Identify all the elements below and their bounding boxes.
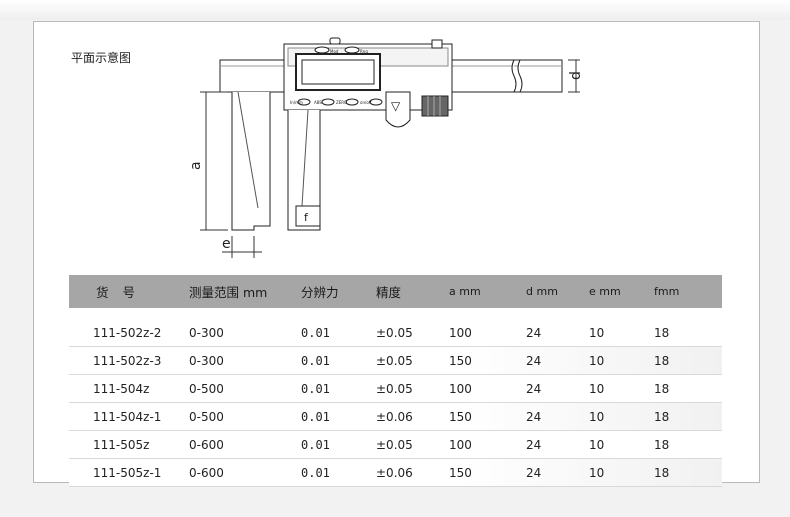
table-row: 111-502z-2 0-300 0.01 ±0.05 100 24 10 18 xyxy=(69,319,722,347)
cell-a: 100 xyxy=(449,325,472,340)
cell-e: 10 xyxy=(589,465,605,480)
header-accuracy: 精度 xyxy=(376,285,402,300)
fixed-jaw xyxy=(231,92,271,231)
top-band xyxy=(0,0,790,20)
dim-label-f: f xyxy=(304,211,309,224)
cell-part-number: 111-505z xyxy=(93,437,150,452)
button-label-zero: ZERO xyxy=(336,100,347,105)
cell-f: 18 xyxy=(654,381,670,396)
button-zero xyxy=(345,98,359,106)
button-inmm xyxy=(297,98,311,106)
table-row: 111-504z-1 0-500 0.01 ±0.06 150 24 10 18 xyxy=(69,403,722,431)
header-a: a mm xyxy=(449,285,481,298)
cell-part-number: 111-502z-2 xyxy=(93,325,162,340)
down-arrow-icon: ▽ xyxy=(391,99,401,113)
header-range: 测量范围 mm xyxy=(189,285,268,300)
button-label-abs: ABS xyxy=(314,100,322,105)
diagram-title: 平面示意图 xyxy=(71,51,132,65)
cell-a: 150 xyxy=(449,353,472,368)
cell-accuracy: ±0.05 xyxy=(376,353,413,368)
cell-resolution: 0.01 xyxy=(301,465,330,480)
header-part-number: 货号 xyxy=(96,285,150,300)
cell-accuracy: ±0.06 xyxy=(376,409,413,424)
header-f: fmm xyxy=(654,285,680,298)
cell-range: 0-600 xyxy=(189,437,224,452)
thumb-wheel xyxy=(421,95,449,117)
cell-f: 18 xyxy=(654,353,670,368)
cell-a: 150 xyxy=(449,409,472,424)
cell-d: 24 xyxy=(526,465,542,480)
cell-f: 18 xyxy=(654,437,670,452)
dim-label-e: e xyxy=(222,236,231,252)
cell-accuracy: ±0.05 xyxy=(376,437,413,452)
cell-range: 0-500 xyxy=(189,381,224,396)
cell-range: 0-500 xyxy=(189,409,224,424)
cell-e: 10 xyxy=(589,381,605,396)
cell-accuracy: ±0.05 xyxy=(376,325,413,340)
button-label-mode: Mod xyxy=(330,49,339,54)
cell-range: 0-600 xyxy=(189,465,224,480)
cell-a: 150 xyxy=(449,465,472,480)
arrow-window xyxy=(385,91,411,128)
cell-resolution: 0.01 xyxy=(301,353,330,368)
cell-a: 100 xyxy=(449,437,472,452)
cell-resolution: 0.01 xyxy=(301,325,330,340)
table-row: 111-504z 0-500 0.01 ±0.05 100 24 10 18 xyxy=(69,375,722,403)
table-row: 111-502z-3 0-300 0.01 ±0.05 150 24 10 18 xyxy=(69,347,722,375)
cell-range: 0-300 xyxy=(189,325,224,340)
button-label-inmm: In/mm xyxy=(290,100,303,105)
cell-part-number: 111-502z-3 xyxy=(93,353,162,368)
cell-d: 24 xyxy=(526,353,542,368)
spec-table: 货号 测量范围 mm 分辨力 精度 a mm d mm e mm fmm 111… xyxy=(69,275,722,487)
button-label-onoff: on/off xyxy=(360,100,372,105)
button-onoff xyxy=(369,98,383,106)
button-range xyxy=(344,46,360,54)
button-abs xyxy=(321,98,335,106)
caliper-diagram: a d e f Mod Rng In/mm ABS ZERO on/off ▽ xyxy=(192,37,584,258)
table-row: 111-505z 0-600 0.01 ±0.05 100 24 10 18 xyxy=(69,431,722,459)
cell-e: 10 xyxy=(589,325,605,340)
cell-accuracy: ±0.05 xyxy=(376,381,413,396)
cell-d: 24 xyxy=(526,381,542,396)
cell-accuracy: ±0.06 xyxy=(376,465,413,480)
cell-e: 10 xyxy=(589,353,605,368)
f-dim-box xyxy=(295,205,321,227)
cell-resolution: 0.01 xyxy=(301,381,330,396)
cell-part-number: 111-504z-1 xyxy=(93,409,162,424)
header-e: e mm xyxy=(589,285,621,298)
table-header: 货号 测量范围 mm 分辨力 精度 a mm d mm e mm fmm xyxy=(69,275,722,308)
header-resolution: 分辨力 xyxy=(301,285,339,300)
beam-break xyxy=(511,59,517,93)
cell-part-number: 111-504z xyxy=(93,381,150,396)
cell-part-number: 111-505z-1 xyxy=(93,465,162,480)
dim-label-a: a xyxy=(192,161,204,170)
cell-d: 24 xyxy=(526,325,542,340)
dim-label-d: d xyxy=(568,71,584,80)
button-mode xyxy=(314,46,330,54)
spec-card: 平面示意图 xyxy=(33,21,760,487)
lock-screw xyxy=(431,39,443,49)
table-spacer xyxy=(69,308,722,319)
cell-f: 18 xyxy=(654,325,670,340)
header-d: d mm xyxy=(526,285,558,298)
cell-a: 100 xyxy=(449,381,472,396)
cell-f: 18 xyxy=(654,465,670,480)
cell-d: 24 xyxy=(526,409,542,424)
cell-f: 18 xyxy=(654,409,670,424)
table-row: 111-505z-1 0-600 0.01 ±0.06 150 24 10 18 xyxy=(69,459,722,487)
cell-range: 0-300 xyxy=(189,353,224,368)
button-label-range: Rng xyxy=(360,49,368,54)
cell-resolution: 0.01 xyxy=(301,409,330,424)
cell-d: 24 xyxy=(526,437,542,452)
cell-e: 10 xyxy=(589,437,605,452)
cell-e: 10 xyxy=(589,409,605,424)
cell-resolution: 0.01 xyxy=(301,437,330,452)
